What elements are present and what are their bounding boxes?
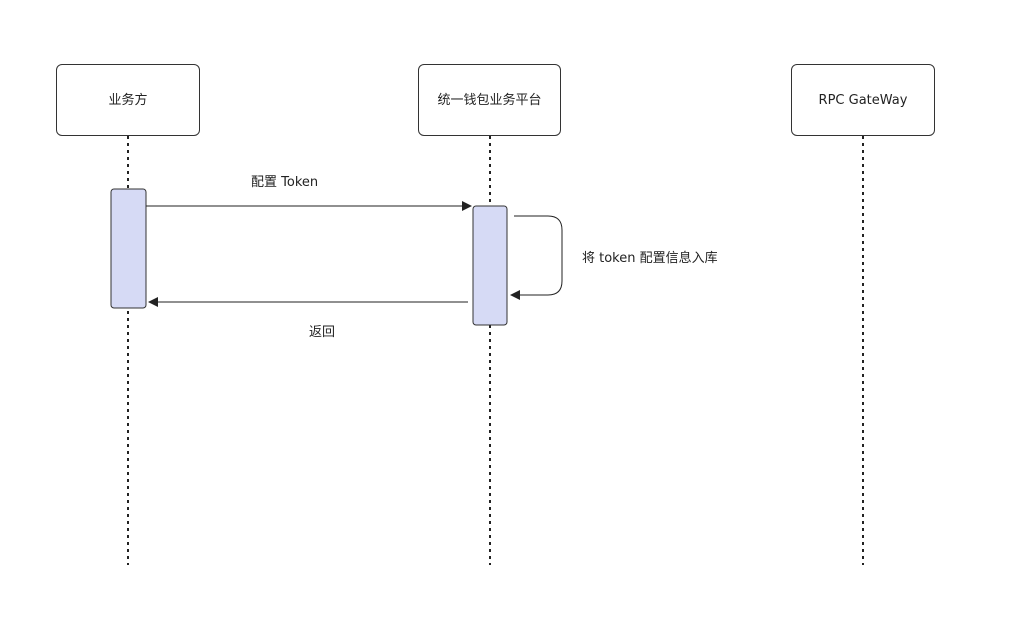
participant-wallet-label: 统一钱包业务平台 <box>437 92 542 108</box>
participant-gateway-label: RPC GateWay <box>818 92 908 108</box>
activation-bar-biz <box>110 188 147 309</box>
message-arrow-self-store <box>510 215 563 300</box>
participant-wallet-platform: 统一钱包业务平台 <box>418 64 561 136</box>
participant-rpc-gateway: RPC GateWay <box>791 64 935 136</box>
participant-biz-label: 业务方 <box>108 92 148 108</box>
activation-bar-wallet <box>472 205 508 326</box>
message-label-return: 返回 <box>309 325 336 340</box>
message-label-config-token: 配置 Token <box>251 175 319 190</box>
participant-biz: 业务方 <box>56 64 200 136</box>
message-label-self-store: 将 token 配置信息入库 <box>582 251 718 266</box>
